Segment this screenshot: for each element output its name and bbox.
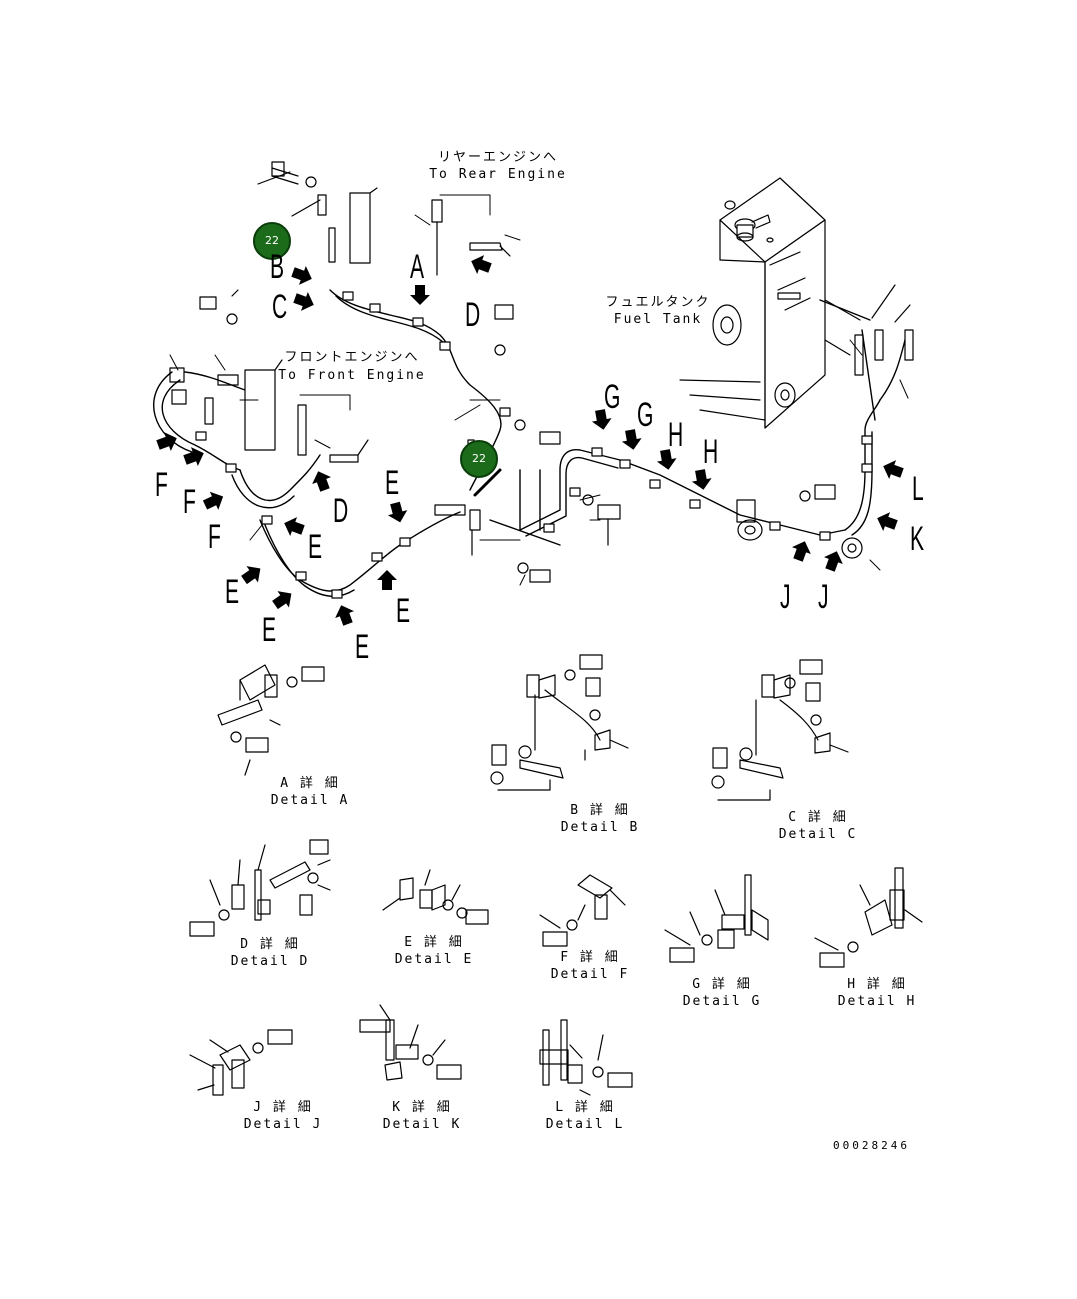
detail-j-title-jp: J 詳 細 xyxy=(253,1100,313,1115)
detail-j-drawing xyxy=(190,1030,292,1095)
rear-engine-label-en: To Rear Engine xyxy=(429,167,567,182)
detail-l-drawing xyxy=(540,1020,632,1095)
view-letter-h: H xyxy=(668,416,684,454)
detail-h-title-en: Detail H xyxy=(837,994,917,1009)
detail-b-title-en: Detail B xyxy=(560,820,640,835)
detail-k-title-en: Detail K xyxy=(382,1117,462,1132)
detail-l-title-en: Detail L xyxy=(545,1117,625,1132)
detail-l-title-jp: L 詳 細 xyxy=(555,1100,615,1115)
rear-engine-label-jp: リヤーエンジンへ xyxy=(437,150,559,165)
view-letter-l: L xyxy=(912,470,924,508)
view-letter-e: E xyxy=(385,464,400,502)
view-letter-f: F xyxy=(183,483,196,521)
detail-d-title-en: Detail D xyxy=(230,954,310,969)
view-letter-e: E xyxy=(355,628,370,666)
fuel-tank-label-jp: フュエルタンク xyxy=(605,295,711,310)
view-letter-e: E xyxy=(308,528,323,566)
detail-f-drawing xyxy=(540,875,625,946)
view-letter-e: E xyxy=(225,573,240,611)
detail-g-drawing xyxy=(665,875,768,962)
view-letter-d: D xyxy=(333,492,349,530)
detail-f-title-en: Detail F xyxy=(550,967,630,982)
view-letter-d: D xyxy=(465,296,481,334)
leader-lines xyxy=(170,195,908,585)
detail-a-title-jp: A 詳 細 xyxy=(280,776,340,791)
detail-d-title-jp: D 詳 細 xyxy=(240,937,300,952)
clamps xyxy=(196,292,872,598)
detail-b-drawing xyxy=(491,655,628,790)
view-letter-j: J xyxy=(818,578,829,616)
view-letter-c: C xyxy=(272,288,288,326)
view-letter-g: G xyxy=(604,378,621,416)
detail-j-title-en: Detail J xyxy=(243,1117,323,1132)
detail-a-drawing xyxy=(218,665,324,775)
drawing-number: 00028246 xyxy=(833,1139,910,1152)
detail-c-title-en: Detail C xyxy=(778,827,858,842)
detail-h-drawing xyxy=(815,868,922,967)
view-letter-g: G xyxy=(637,396,654,434)
view-letter-e: E xyxy=(262,611,277,649)
detail-c-title-jp: C 詳 細 xyxy=(788,810,848,825)
detail-h-title-jp: H 詳 細 xyxy=(847,977,907,992)
detail-e-title-en: Detail E xyxy=(394,952,474,967)
detail-k-title-jp: K 詳 細 xyxy=(392,1100,452,1115)
reference-badge[interactable]: 22 xyxy=(253,222,291,260)
view-letter-k: K xyxy=(910,520,925,558)
reference-badge[interactable]: 22 xyxy=(460,440,498,478)
detail-c-drawing xyxy=(712,660,848,800)
detail-b-title-jp: B 詳 細 xyxy=(570,803,630,818)
view-letter-h: H xyxy=(703,433,719,471)
detail-a-title-en: Detail A xyxy=(270,793,350,808)
view-letter-a: A xyxy=(410,248,425,286)
detail-g-title-jp: G 詳 細 xyxy=(692,977,752,992)
detail-e-title-jp: E 詳 細 xyxy=(404,935,464,950)
view-letter-b: B xyxy=(270,248,285,286)
front-engine-label-jp: フロントエンジンへ xyxy=(284,350,420,365)
view-letter-j: J xyxy=(780,578,791,616)
detail-f-title-jp: F 詳 細 xyxy=(560,950,620,965)
fuel-tank xyxy=(680,177,860,429)
detail-d-drawing xyxy=(190,840,330,936)
detail-k-drawing xyxy=(360,1005,461,1080)
view-letter-e: E xyxy=(396,592,411,630)
front-engine-label-en: To Front Engine xyxy=(278,368,426,383)
view-letter-f: F xyxy=(155,466,168,504)
fuel-tank-label-en: Fuel Tank xyxy=(613,312,703,327)
detail-e-drawing xyxy=(383,870,488,924)
detail-g-title-en: Detail G xyxy=(682,994,762,1009)
view-letter-f: F xyxy=(208,518,221,556)
